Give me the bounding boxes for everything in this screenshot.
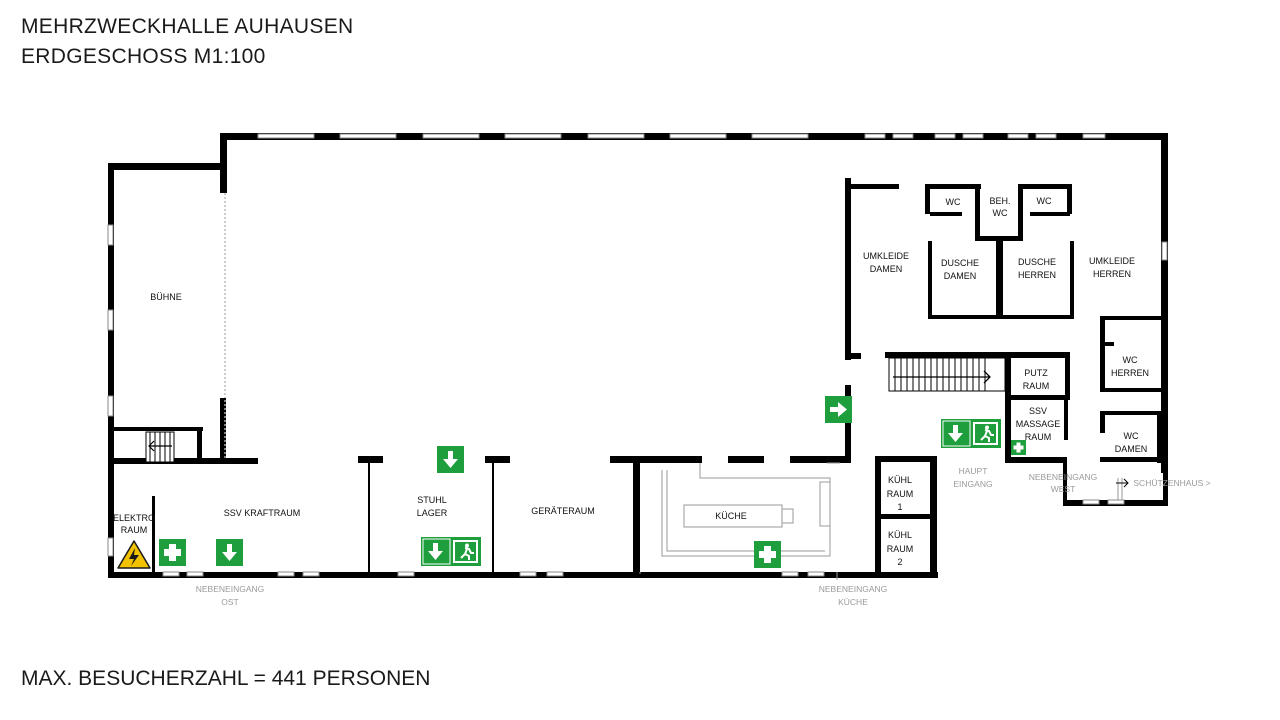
svg-text:LAGER: LAGER xyxy=(417,508,448,518)
room-label-putzraum: PUTZ xyxy=(1024,368,1048,378)
svg-text:WEST: WEST xyxy=(1051,484,1076,494)
first-aid-icon xyxy=(1011,440,1026,455)
exit-arrow-down-icon xyxy=(216,539,243,566)
room-label-geraeteraum: GERÄTERAUM xyxy=(531,506,595,516)
svg-text:DAMEN: DAMEN xyxy=(1115,444,1148,454)
stair-arrow-icon xyxy=(148,440,172,452)
room-label-wc-damen: WC xyxy=(1124,431,1139,441)
room-label-massage: SSV xyxy=(1029,406,1047,416)
svg-text:RAUM: RAUM xyxy=(887,489,914,499)
svg-text:KÜCHE: KÜCHE xyxy=(838,597,868,607)
svg-text:WC: WC xyxy=(993,208,1008,218)
room-label-wc-herren: WC xyxy=(1123,355,1138,365)
exit-arrow-down-icon xyxy=(437,446,464,473)
room-label-beh-wc: BEH. xyxy=(989,196,1010,206)
svg-text:HERREN: HERREN xyxy=(1093,269,1131,279)
room-label-kuehlraum-1: KÜHL xyxy=(888,475,912,485)
svg-text:EINGANG: EINGANG xyxy=(953,479,992,489)
entrance-label-west: NEBENEINGANG xyxy=(1029,472,1098,482)
room-label-kueche: KÜCHE xyxy=(715,511,747,521)
windows xyxy=(107,133,1168,577)
first-aid-icon xyxy=(754,541,781,568)
svg-text:RAUM: RAUM xyxy=(1023,381,1050,391)
direction-label-schuetzenhaus: SCHÜTZENHAUS > xyxy=(1133,478,1210,488)
high-voltage-warning-icon xyxy=(117,540,151,569)
svg-text:2: 2 xyxy=(897,557,902,567)
room-label-dusche-herren: DUSCHE xyxy=(1018,257,1056,267)
entrance-label-ost: NEBENEINGANG xyxy=(196,584,265,594)
exit-arrow-right-icon xyxy=(825,396,852,423)
stair-arrow-icon xyxy=(893,370,991,384)
arrow-right-icon xyxy=(1116,478,1129,488)
room-label-umkleide-herren: UMKLEIDE xyxy=(1089,256,1135,266)
entrance-label-haupt: HAUPT xyxy=(959,466,988,476)
room-label-kuehlraum-2: KÜHL xyxy=(888,530,912,540)
svg-text:HERREN: HERREN xyxy=(1111,368,1149,378)
svg-text:RAUM: RAUM xyxy=(887,544,914,554)
svg-text:DAMEN: DAMEN xyxy=(944,271,977,281)
stage-stairs xyxy=(145,431,175,463)
room-label-stuhllager: STUHL xyxy=(417,495,447,505)
plan-title: MEHRZWECKHALLE AUHAUSEN xyxy=(21,15,354,38)
room-label-dusche-damen: DUSCHE xyxy=(941,258,979,268)
entrance-label-kueche: NEBENEINGANG xyxy=(819,584,888,594)
plan-subtitle: ERDGESCHOSS M1:100 xyxy=(21,45,266,68)
room-label-umkleide-damen: UMKLEIDE xyxy=(863,251,909,261)
running-man-exit-icon xyxy=(421,537,481,566)
room-label-buehne: BÜHNE xyxy=(150,292,182,302)
main-stairs xyxy=(888,357,1006,392)
svg-text:1: 1 xyxy=(897,502,902,512)
first-aid-icon xyxy=(159,539,186,566)
room-label-kraftraum: SSV KRAFTRAUM xyxy=(224,508,301,518)
running-man-exit-icon xyxy=(941,419,1001,448)
svg-text:HERREN: HERREN xyxy=(1018,270,1056,280)
svg-text:OST: OST xyxy=(221,597,238,607)
svg-text:DAMEN: DAMEN xyxy=(870,264,903,274)
room-label-wc-a: WC xyxy=(946,197,961,207)
svg-text:MASSAGE: MASSAGE xyxy=(1016,419,1061,429)
svg-text:RAUM: RAUM xyxy=(121,525,148,535)
visitor-capacity-note: MAX. BESUCHERZAHL = 441 PERSONEN xyxy=(21,667,431,690)
svg-text:RAUM: RAUM xyxy=(1025,432,1052,442)
entrance-labels: NEBENEINGANG OST NEBENEINGANG KÜCHE HAUP… xyxy=(196,466,1211,607)
room-label-wc-b: WC xyxy=(1037,196,1052,206)
room-labels: BÜHNE ELEKTRO RAUM SSV KRAFTRAUM STUHL L… xyxy=(113,196,1149,567)
room-label-elektro: ELEKTRO xyxy=(113,513,155,523)
